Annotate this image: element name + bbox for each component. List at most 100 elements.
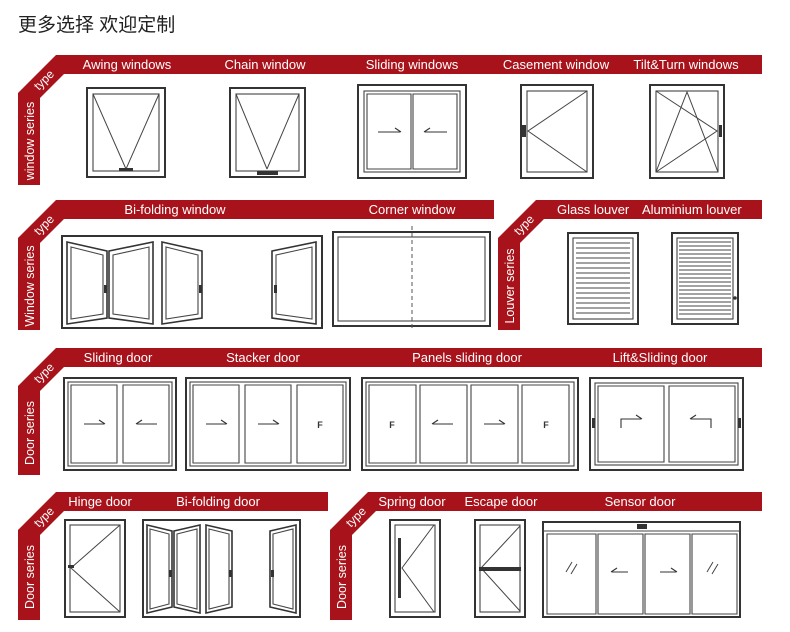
panels-sliding-door-drawing: F F (361, 377, 579, 471)
door-frame (64, 519, 126, 618)
louver-blades (576, 242, 630, 314)
slide-right-arrow (206, 419, 228, 425)
casement-window-drawing (520, 84, 594, 179)
row-door-series-2: type Door series Hinge door Bi-folding d… (18, 492, 328, 620)
door-inner-frame (189, 381, 347, 467)
motion-sensor (637, 524, 647, 529)
louver-frame (671, 232, 739, 325)
slide-left-arrow (423, 127, 447, 133)
folding-panel-3-glass (208, 528, 230, 610)
tilt-turn-window-drawing (649, 84, 725, 179)
category-band (18, 348, 762, 475)
window-frame (229, 87, 306, 178)
row-door-series-1: type Door series Sliding door Stacker do… (18, 348, 762, 475)
door-panes (192, 384, 344, 464)
folding-panel-2 (108, 241, 154, 325)
chain-window-drawing (229, 87, 306, 178)
lift-sliding-door-drawing (589, 377, 744, 471)
label-chain-window: Chain window (225, 57, 307, 72)
door-panes (597, 385, 736, 463)
label-bi-folding-door: Bi-folding door (176, 494, 260, 509)
door-frame (389, 519, 441, 618)
louver-blades (679, 241, 731, 315)
folding-panel-4-glass (272, 528, 294, 610)
opening-direction-lines (401, 524, 435, 613)
panel-handle (199, 285, 202, 293)
series-label: Window series (23, 245, 37, 326)
page-title: 更多选择 欢迎定制 (18, 14, 175, 36)
window-sash (526, 90, 588, 173)
louver-inner-frame (676, 237, 734, 320)
opening-direction-lines (235, 93, 300, 170)
label-corner-window: Corner window (369, 202, 456, 217)
series-label: Door series (335, 545, 349, 609)
folding-panel-3-glass (165, 246, 199, 320)
window-frame (86, 87, 166, 178)
door-frame (63, 377, 177, 471)
label-awing-windows: Awing windows (83, 57, 172, 72)
door-inner-frame (67, 381, 173, 467)
label-tilt-turn-windows: Tilt&Turn windows (633, 57, 739, 72)
label-sliding-windows: Sliding windows (366, 57, 459, 72)
label-glass-louver: Glass louver (557, 202, 630, 217)
fixed-panel-mark: F (317, 420, 323, 430)
door-inner-frame (365, 381, 575, 467)
label-sliding-door: Sliding door (84, 350, 153, 365)
folding-panel-1-glass (70, 246, 104, 320)
bi-folding-door-drawing (142, 519, 301, 618)
chain-winder (257, 171, 278, 175)
sliding-panes (366, 93, 458, 170)
slide-right-arrow (84, 419, 106, 425)
hinge-door-drawing (64, 519, 126, 618)
door-panes (70, 384, 170, 464)
row-window-series-2: type Window series Bi-folding window Cor… (18, 200, 494, 330)
folding-panel-4 (271, 241, 317, 325)
door-handle (68, 565, 74, 568)
series-label: Louver series (503, 248, 517, 323)
glass-louver-drawing (567, 232, 639, 325)
category-band (330, 492, 762, 620)
slide-right-arrow (660, 567, 678, 573)
door-frame (361, 377, 579, 471)
folding-panel-2-glass (112, 246, 150, 320)
panel-handle (104, 285, 107, 293)
opening-direction-lines (527, 90, 588, 173)
label-spring-door: Spring door (378, 494, 446, 509)
slide-right-arrow (484, 419, 506, 425)
folding-panel-3 (205, 523, 233, 615)
stacker-door-drawing: F (185, 377, 351, 471)
escape-door-drawing (474, 519, 526, 618)
door-leaf (69, 524, 121, 613)
corner-window-drawing (332, 226, 491, 330)
louver-frame (567, 232, 639, 325)
row-louver-series: type Louver series Glass louver Aluminiu… (498, 200, 762, 330)
window-handle (719, 125, 722, 137)
spring-door-drawing (389, 519, 441, 618)
aluminium-louver-drawing (671, 232, 739, 325)
series-label: Door series (23, 401, 37, 465)
opening-direction-lines (655, 90, 719, 173)
slide-left-arrow (610, 567, 628, 573)
slide-left-arrow (431, 419, 453, 425)
panel-handle (271, 570, 274, 577)
door-frame (185, 377, 351, 471)
label-aluminium-louver: Aluminium louver (642, 202, 742, 217)
folding-panel-4 (269, 523, 297, 615)
folding-panel-1 (146, 523, 173, 615)
category-band (498, 200, 762, 330)
series-label: Door series (23, 545, 37, 609)
opening-direction-lines (92, 93, 160, 170)
label-bi-folding-window: Bi-folding window (124, 202, 226, 217)
panel-handle (274, 285, 277, 293)
louver-inner-frame (572, 237, 634, 320)
sensor-door-drawing (542, 521, 741, 618)
window-frame (649, 84, 725, 179)
door-frame (474, 519, 526, 618)
opening-direction-lines (70, 524, 121, 613)
bi-folding-window-drawing (61, 235, 323, 329)
window-frame (357, 84, 467, 179)
window-frame (520, 84, 594, 179)
sliding-windows-drawing (357, 84, 467, 179)
lift-slide-right-arrow (620, 414, 643, 428)
door-handle (592, 418, 595, 428)
